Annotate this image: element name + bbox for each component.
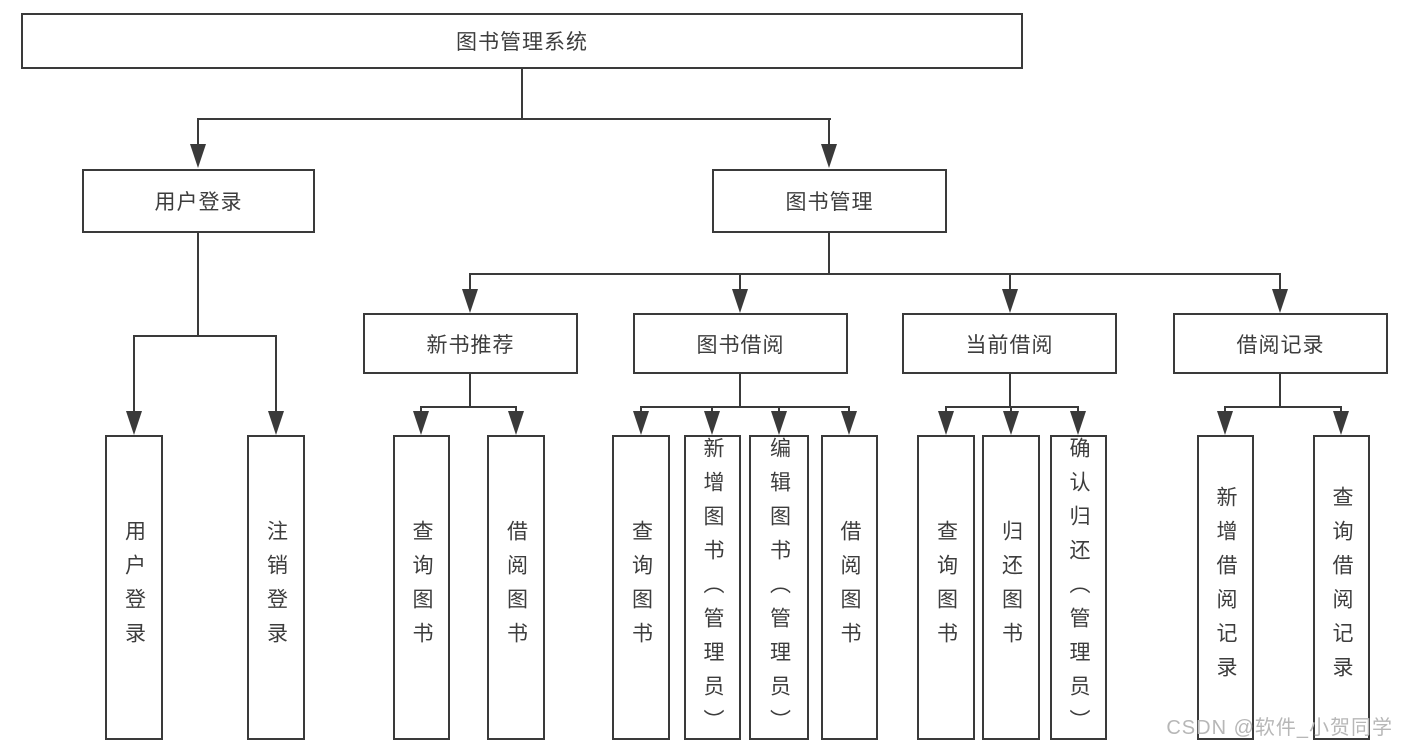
connector-line — [469, 273, 471, 291]
leaf-records-query: 查询借阅记录 — [1313, 435, 1370, 740]
leaf-user-login-label: 用户登录 — [122, 519, 146, 656]
connector-line — [828, 233, 830, 273]
node-borrow-records-label: 借阅记录 — [1236, 333, 1325, 357]
connector-line — [469, 373, 471, 406]
node-user-login: 用户登录 — [82, 169, 315, 233]
connector-line — [640, 406, 642, 414]
leaf-logout-label: 注销登录 — [264, 519, 288, 656]
arrowhead-down-icon — [462, 289, 478, 313]
node-current-borrow-label: 当前借阅 — [965, 333, 1054, 357]
node-book-borrow-label: 图书借阅 — [696, 333, 785, 357]
arrowhead-down-icon — [1002, 289, 1018, 313]
arrowhead-down-icon — [126, 411, 142, 435]
arrowhead-down-icon — [1003, 411, 1019, 435]
connector-line — [778, 406, 780, 414]
arrowhead-down-icon — [1333, 411, 1349, 435]
leaf-current-confirm-return: 确认归还（管理员） — [1050, 435, 1107, 743]
connector-line — [420, 406, 422, 414]
leaf-borrow-borrow-book-label: 借阅图书 — [838, 519, 861, 656]
leaf-current-return-label: 归还图书 — [999, 519, 1023, 656]
leaf-borrow-add-book-label: 新增图书（管理员） — [701, 437, 724, 743]
connector-line — [197, 118, 199, 148]
arrowhead-down-icon — [1070, 411, 1086, 435]
arrowhead-down-icon — [841, 411, 857, 435]
connector-line — [515, 406, 517, 414]
connector-line — [133, 335, 135, 415]
leaf-records-add-label: 新增借阅记录 — [1214, 485, 1237, 690]
connector-line — [521, 69, 523, 118]
leaf-logout: 注销登录 — [247, 435, 305, 740]
connector-line — [1224, 406, 1226, 414]
node-user-login-label: 用户登录 — [154, 191, 243, 214]
leaf-records-add: 新增借阅记录 — [1197, 435, 1254, 740]
leaf-newbooks-query-label: 查询图书 — [410, 519, 433, 656]
connector-line — [469, 273, 1281, 275]
connector-line — [1009, 373, 1011, 406]
node-book-borrow: 图书借阅 — [633, 313, 848, 374]
arrowhead-down-icon — [508, 411, 524, 435]
leaf-newbooks-query: 查询图书 — [393, 435, 450, 740]
connector-line — [197, 233, 199, 335]
leaf-borrow-query: 查询图书 — [612, 435, 670, 740]
leaf-current-query: 查询图书 — [917, 435, 975, 740]
connector-line — [848, 406, 850, 414]
leaf-current-query-label: 查询图书 — [934, 519, 958, 656]
connector-line — [1009, 273, 1011, 291]
connector-line — [1077, 406, 1079, 414]
arrowhead-down-icon — [268, 411, 284, 435]
arrowhead-down-icon — [1217, 411, 1233, 435]
arrowhead-down-icon — [938, 411, 954, 435]
leaf-borrow-edit-book-label: 编辑图书（管理员） — [767, 437, 791, 743]
arrowhead-down-icon — [771, 411, 787, 435]
connector-line — [1279, 373, 1281, 406]
leaf-current-confirm-return-label: 确认归还（管理员） — [1067, 437, 1090, 743]
arrowhead-down-icon — [633, 411, 649, 435]
leaf-user-login: 用户登录 — [105, 435, 163, 740]
connector-line — [945, 406, 1079, 408]
leaf-current-return: 归还图书 — [982, 435, 1040, 740]
connector-line — [1224, 406, 1342, 408]
connector-line — [739, 273, 741, 291]
connector-line — [420, 406, 517, 408]
leaf-newbooks-borrow: 借阅图书 — [487, 435, 545, 740]
connector-line — [945, 406, 947, 414]
arrowhead-down-icon — [821, 144, 837, 168]
connector-line — [275, 335, 277, 415]
arrowhead-down-icon — [190, 144, 206, 168]
connector-line — [197, 118, 831, 120]
node-root-label: 图书管理系统 — [456, 31, 588, 54]
node-new-book-recommend-label: 新书推荐 — [426, 333, 515, 357]
node-new-book-recommend: 新书推荐 — [363, 313, 578, 374]
arrowhead-down-icon — [704, 411, 720, 435]
connector-line — [1279, 273, 1281, 291]
leaf-borrow-query-label: 查询图书 — [629, 519, 653, 656]
csdn-watermark: CSDN @软件_小贺同学 — [1166, 717, 1393, 739]
connector-line — [711, 406, 713, 414]
connector-line — [828, 118, 830, 148]
node-book-management: 图书管理 — [712, 169, 947, 233]
leaf-borrow-add-book: 新增图书（管理员） — [684, 435, 741, 743]
arrowhead-down-icon — [413, 411, 429, 435]
arrowhead-down-icon — [732, 289, 748, 313]
leaf-borrow-edit-book: 编辑图书（管理员） — [749, 435, 809, 743]
node-borrow-records: 借阅记录 — [1173, 313, 1388, 374]
connector-line — [640, 406, 850, 408]
node-book-management-label: 图书管理 — [785, 191, 874, 214]
node-current-borrow: 当前借阅 — [902, 313, 1117, 374]
node-root: 图书管理系统 — [21, 13, 1023, 69]
connector-line — [1010, 406, 1012, 414]
connector-line — [133, 335, 277, 337]
leaf-newbooks-borrow-label: 借阅图书 — [504, 519, 528, 656]
leaf-records-query-label: 查询借阅记录 — [1330, 485, 1353, 690]
arrowhead-down-icon — [1272, 289, 1288, 313]
connector-line — [739, 373, 741, 406]
leaf-borrow-borrow-book: 借阅图书 — [821, 435, 878, 740]
connector-line — [1340, 406, 1342, 414]
